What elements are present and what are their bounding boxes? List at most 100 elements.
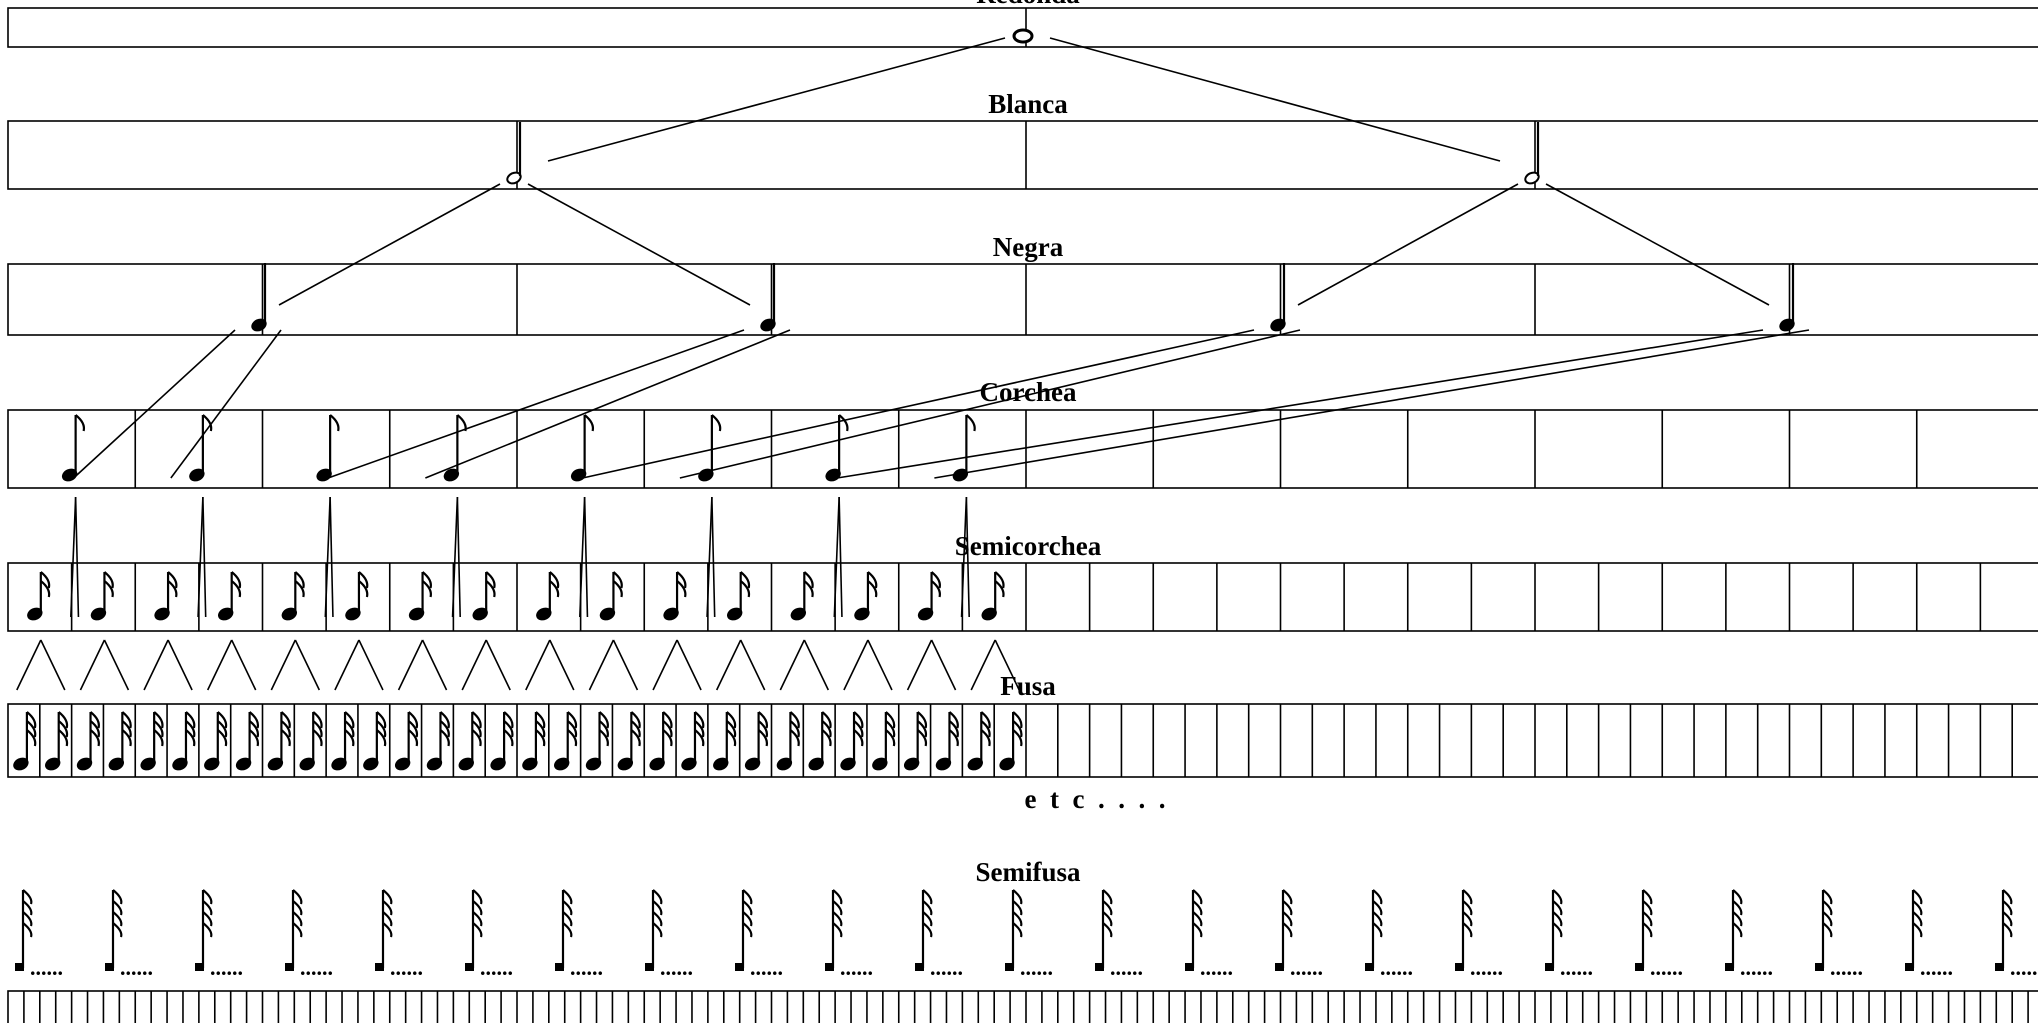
fusa-note-2-flag — [58, 711, 69, 729]
semifusa-note-3-flag — [202, 911, 213, 927]
semifusa-note-18-flag — [1552, 922, 1563, 938]
semifusa-note-2-flag — [112, 900, 123, 916]
connector-semicorchea-fusa-17 — [525, 639, 551, 691]
semifusa-separator: ...... — [30, 955, 63, 980]
fusa-note-27-flag — [853, 720, 864, 738]
semifusa-note-6-flag — [472, 900, 483, 916]
semifusa-separator: ...... — [1560, 955, 1593, 980]
semifusa-note-17-flag — [1462, 911, 1473, 927]
semicorchea-note-2-flag — [103, 580, 114, 598]
semifusa-note-1-flag — [22, 911, 33, 927]
fusa-note-10-flag — [312, 711, 323, 729]
connector-blanca-negra-4 — [1545, 183, 1770, 306]
semicorchea-note-5-flag — [294, 571, 305, 589]
label-etc: e t c . . . . — [1025, 784, 1166, 814]
semifusa-note-12-flag — [1012, 911, 1023, 927]
connector-corchea-semicorchea-9 — [579, 496, 586, 618]
semicorchea-note-9-flag — [549, 580, 560, 598]
semifusa-note-13-flag — [1102, 900, 1113, 916]
semifusa-note-8-head — [645, 963, 654, 971]
semifusa-note-11-flag — [922, 889, 933, 905]
semifusa-note-7-flag — [562, 889, 573, 905]
label-semicorchea: Semicorchea — [955, 531, 1102, 561]
box-semifusa — [7, 990, 2038, 1023]
semifusa-separator: ...... — [1650, 955, 1683, 980]
fusa-note-23-flag — [726, 720, 737, 738]
semifusa-note-13-flag — [1102, 889, 1113, 905]
fusa-note-31-flag — [980, 720, 991, 738]
label-blanca: Blanca — [988, 89, 1068, 119]
connector-corchea-semicorchea-8 — [456, 496, 461, 618]
connector-semicorchea-fusa-11 — [334, 639, 360, 691]
semifusa-note-1-head — [15, 963, 24, 971]
semifusa-separator: ...... — [1110, 955, 1143, 980]
fusa-note-11-flag — [344, 711, 355, 729]
fusa-note-15-flag — [471, 720, 482, 738]
fusa-note-20-flag — [630, 711, 641, 729]
box-corchea — [7, 409, 2038, 489]
connector-blanca-negra-3 — [1297, 183, 1519, 306]
semicorchea-note-5-flag — [294, 580, 305, 598]
semifusa-note-6-flag — [472, 889, 483, 905]
fusa-note-2-flag — [58, 720, 69, 738]
semifusa-separator: ...... — [2010, 955, 2038, 980]
label-negra: Negra — [993, 232, 1064, 262]
box-semicorchea — [7, 562, 2038, 632]
semifusa-note-22-flag — [1912, 900, 1923, 916]
semifusa-note-14-flag — [1192, 900, 1203, 916]
box-fusa — [7, 703, 2038, 778]
connector-corchea-semicorchea-13 — [833, 496, 840, 618]
fusa-note-32-flag — [1012, 729, 1023, 747]
semifusa-note-1-flag — [22, 889, 33, 905]
semifusa-note-16-flag — [1372, 889, 1383, 905]
fusa-note-29-flag — [916, 711, 928, 729]
fusa-note-11-flag — [344, 720, 355, 738]
semifusa-separator: ...... — [750, 955, 783, 980]
semicorchea-note-10-flag — [612, 571, 623, 589]
semifusa-note-8-flag — [652, 922, 663, 938]
semifusa-note-8-flag — [652, 889, 663, 905]
fusa-note-11-flag — [344, 729, 355, 747]
semicorchea-note-4-flag — [230, 571, 242, 589]
connector-semicorchea-fusa-29 — [906, 639, 933, 691]
semicorchea-note-7-flag — [421, 571, 432, 589]
fusa-note-21-flag — [662, 720, 673, 738]
semicorchea-note-8-flag — [485, 571, 496, 589]
connector-semicorchea-fusa-19 — [588, 639, 615, 691]
semifusa-separator: ...... — [120, 955, 153, 980]
semifusa-note-6-head — [465, 963, 474, 971]
fusa-note-12-flag — [376, 720, 387, 738]
fusa-note-25-flag — [789, 720, 800, 738]
connector-blanca-negra-2 — [527, 183, 751, 306]
semifusa-note-6-flag — [472, 911, 483, 927]
fusa-note-19-flag — [598, 720, 609, 738]
semifusa-note-19-flag — [1642, 889, 1653, 905]
semifusa-note-22-flag — [1912, 889, 1923, 905]
fusa-note-18-flag — [567, 729, 578, 747]
semifusa-note-5-flag — [382, 922, 393, 938]
semifusa-note-12-flag — [1012, 900, 1023, 916]
semifusa-note-17-flag — [1462, 889, 1473, 905]
fusa-note-17-flag — [535, 720, 546, 738]
semifusa-note-14-flag — [1192, 911, 1203, 927]
connector-corchea-semicorchea-16 — [965, 496, 970, 618]
connector-corchea-semicorchea-6 — [329, 496, 334, 618]
connector-semicorchea-fusa-27 — [843, 639, 869, 691]
semifusa-note-11-head — [915, 963, 924, 971]
semifusa-separator: ...... — [300, 955, 333, 980]
fusa-note-30-flag — [948, 711, 959, 729]
semifusa-note-9-flag — [742, 900, 753, 916]
semifusa-note-19-flag — [1642, 911, 1653, 927]
connector-negra-corchea-7 — [836, 329, 1764, 479]
semifusa-note-18-flag — [1552, 911, 1563, 927]
semifusa-note-3-flag — [202, 922, 213, 938]
semifusa-note-2-flag — [112, 911, 123, 927]
fusa-note-7-flag — [217, 720, 228, 738]
fusa-note-26-flag — [821, 720, 832, 738]
semifusa-note-12-flag — [1012, 922, 1023, 938]
semifusa-note-7-head — [555, 963, 564, 971]
semifusa-note-9-flag — [742, 922, 753, 938]
fusa-note-16-flag — [503, 729, 514, 747]
label-redonda: Redonda — [976, 0, 1080, 9]
